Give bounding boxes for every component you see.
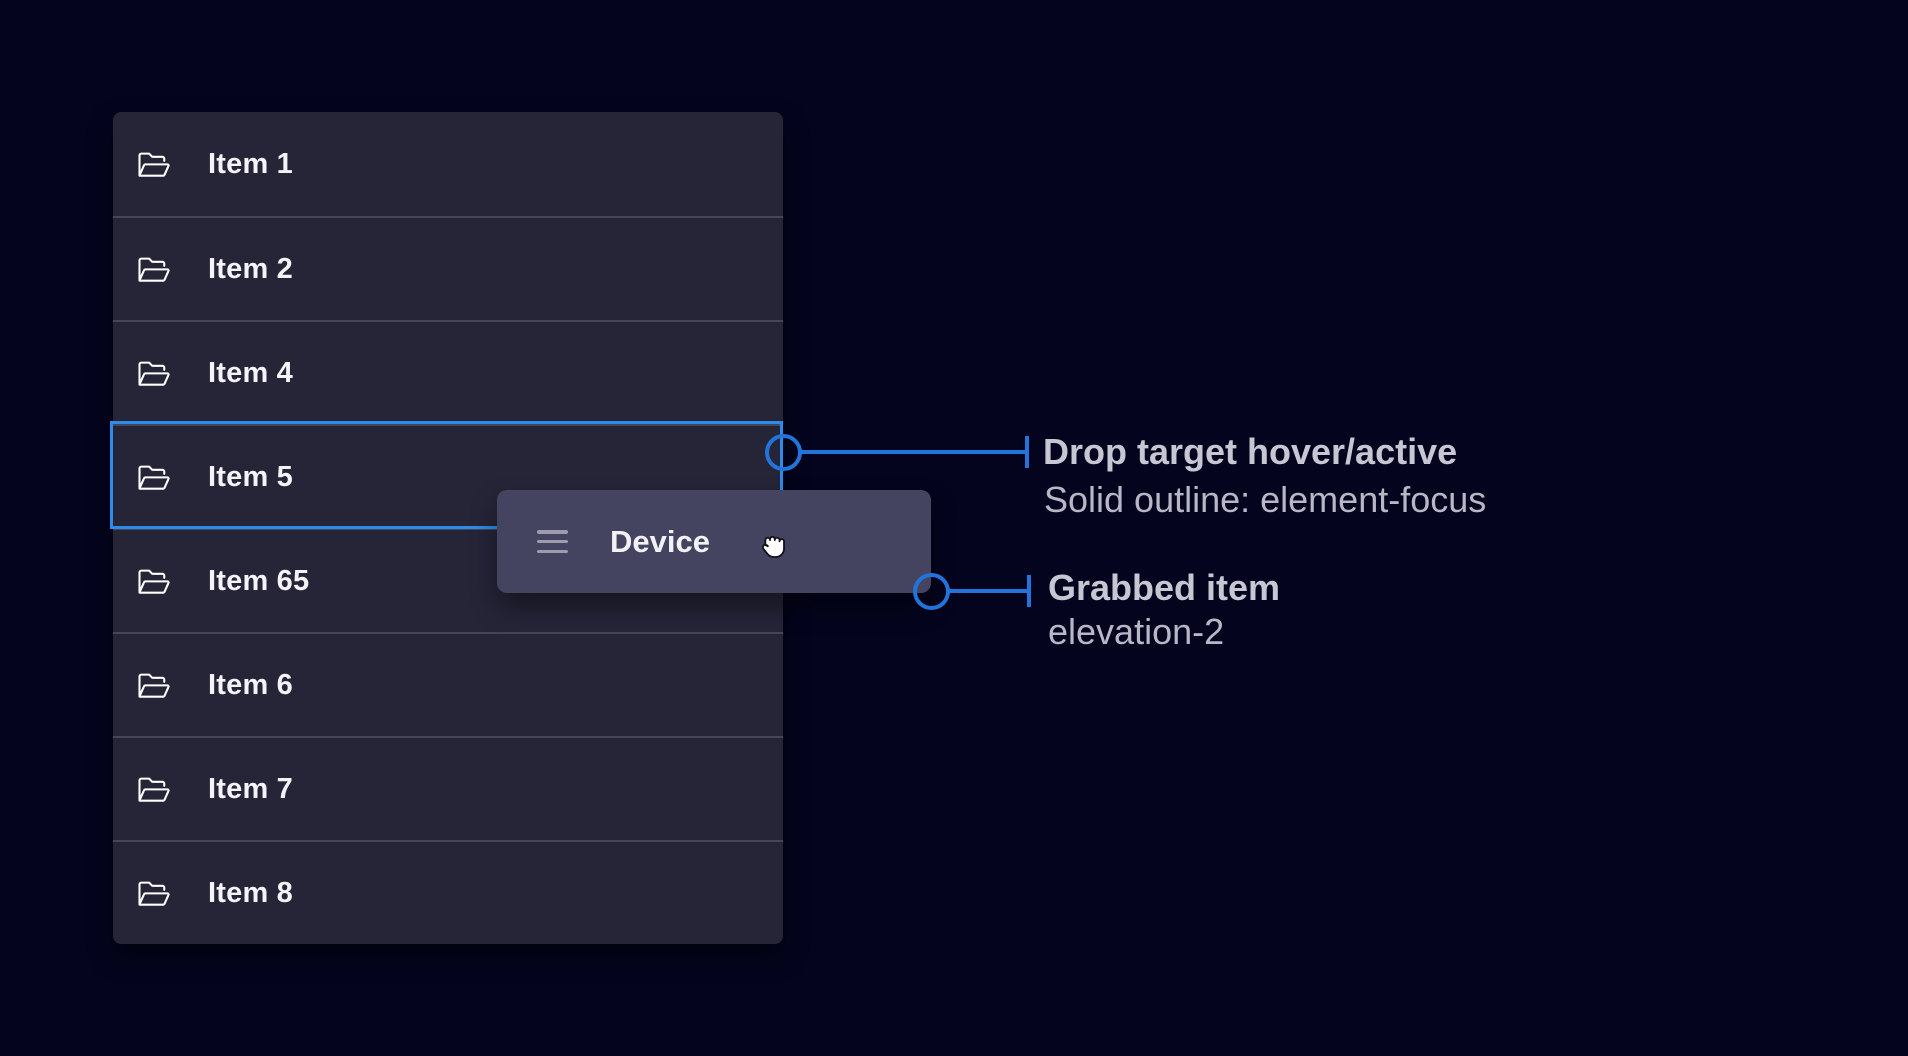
callout-line-drop-target <box>801 450 1026 454</box>
callout-tick-grabbed-item <box>1027 575 1031 607</box>
list-item-label: Item 6 <box>208 668 294 701</box>
list-item-label: Item 7 <box>208 772 294 805</box>
list-item[interactable]: Item 8 <box>113 840 783 944</box>
list-item[interactable]: Item 6 <box>113 632 783 736</box>
grabbing-hand-cursor-icon <box>762 535 785 558</box>
open-folder-icon <box>138 569 170 594</box>
open-folder-icon <box>138 881 170 906</box>
callout-title-drop-target: Drop target hover/active <box>1043 431 1458 472</box>
grabbed-item-card[interactable]: Device <box>497 490 931 593</box>
callout-tick-drop-target <box>1025 436 1029 468</box>
callout-circle-drop-target <box>765 434 802 471</box>
list-item[interactable]: Item 7 <box>113 736 783 840</box>
list-item-label: Item 4 <box>208 356 294 389</box>
open-folder-icon <box>138 152 170 177</box>
drag-handle-icon <box>537 530 568 553</box>
list-item[interactable]: Item 1 <box>113 112 783 216</box>
list-item[interactable]: Item 2 <box>113 216 783 320</box>
list-item-label: Item 1 <box>208 147 294 180</box>
list-item-label: Item 8 <box>208 876 294 909</box>
open-folder-icon <box>138 361 170 386</box>
list-item-drop-target[interactable]: Item 5 <box>113 424 783 528</box>
open-folder-icon <box>138 465 170 490</box>
open-folder-icon <box>138 257 170 282</box>
open-folder-icon <box>138 673 170 698</box>
list-item-label: Item 2 <box>208 252 294 285</box>
open-folder-icon <box>138 777 170 802</box>
grabbed-item-label: Device <box>610 523 710 559</box>
list-item-label: Item 5 <box>208 460 294 493</box>
callout-circle-grabbed-item <box>913 573 950 610</box>
callout-subtitle-grabbed-item: elevation-2 <box>1048 611 1225 652</box>
list-item-label: Item 65 <box>208 564 310 597</box>
callout-title-grabbed-item: Grabbed item <box>1048 567 1281 608</box>
callout-subtitle-drop-target: Solid outline: element-focus <box>1044 479 1487 520</box>
list-item[interactable]: Item 65 <box>113 528 783 632</box>
callout-line-grabbed-item <box>949 589 1028 593</box>
list-item[interactable]: Item 4 <box>113 320 783 424</box>
